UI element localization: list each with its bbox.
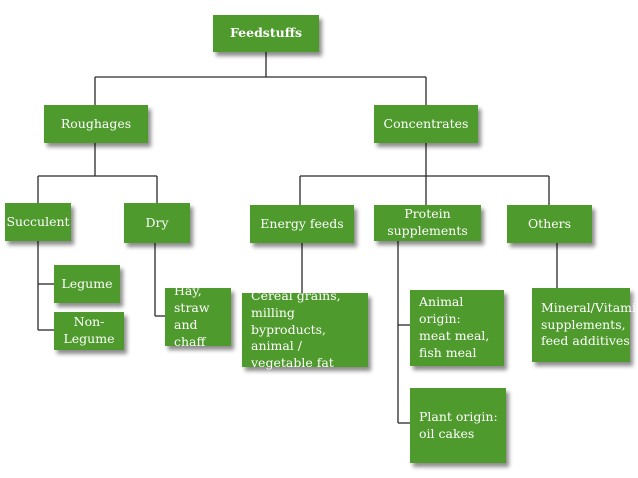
node-plant-origin: Plant origin: oil cakes (410, 388, 506, 463)
node-cereal-grains-label: Cereal grains, milling byproducts, anima… (251, 287, 341, 371)
node-cereal-grains: Cereal grains, milling byproducts, anima… (242, 288, 368, 370)
node-succulent: Succulent (5, 203, 71, 241)
node-others: Others (507, 205, 592, 243)
node-succulent-label: Succulent (6, 213, 70, 229)
node-hay-straw-chaff: Hay, straw and chaff (165, 283, 231, 349)
node-non-legume: Non-Legume (54, 312, 124, 350)
node-protein-supplements-label: Protein supplements (387, 206, 468, 238)
node-feedstuffs: Feedstuffs (213, 15, 319, 52)
node-legume: Legume (54, 265, 120, 303)
node-energy-feeds: Energy feeds (250, 205, 354, 243)
node-hay-straw-chaff-label: Hay, straw and chaff (174, 283, 210, 349)
node-dry: Dry (124, 203, 190, 243)
node-roughages: Roughages (44, 105, 148, 143)
node-non-legume-label: Non-Legume (63, 314, 115, 346)
node-protein-supplements: Protein supplements (374, 205, 481, 241)
node-mineral-vitamin: Mineral/Vitamin supplements, feed additi… (532, 288, 638, 362)
node-mineral-vitamin-label: Mineral/Vitamin supplements, feed additi… (541, 299, 638, 349)
node-feedstuffs-label: Feedstuffs (229, 25, 303, 41)
node-energy-feeds-label: Energy feeds (260, 215, 344, 231)
node-dry-label: Dry (145, 214, 169, 230)
node-animal-origin-label: Animal origin: meat meal, fish meal (419, 294, 490, 360)
node-concentrates: Concentrates (374, 105, 478, 143)
node-plant-origin-label: Plant origin: oil cakes (419, 408, 498, 441)
node-concentrates-label: Concentrates (383, 115, 469, 131)
node-others-label: Others (527, 215, 572, 231)
node-animal-origin: Animal origin: meat meal, fish meal (410, 290, 504, 366)
node-legume-label: Legume (61, 275, 113, 291)
node-roughages-label: Roughages (60, 115, 132, 131)
